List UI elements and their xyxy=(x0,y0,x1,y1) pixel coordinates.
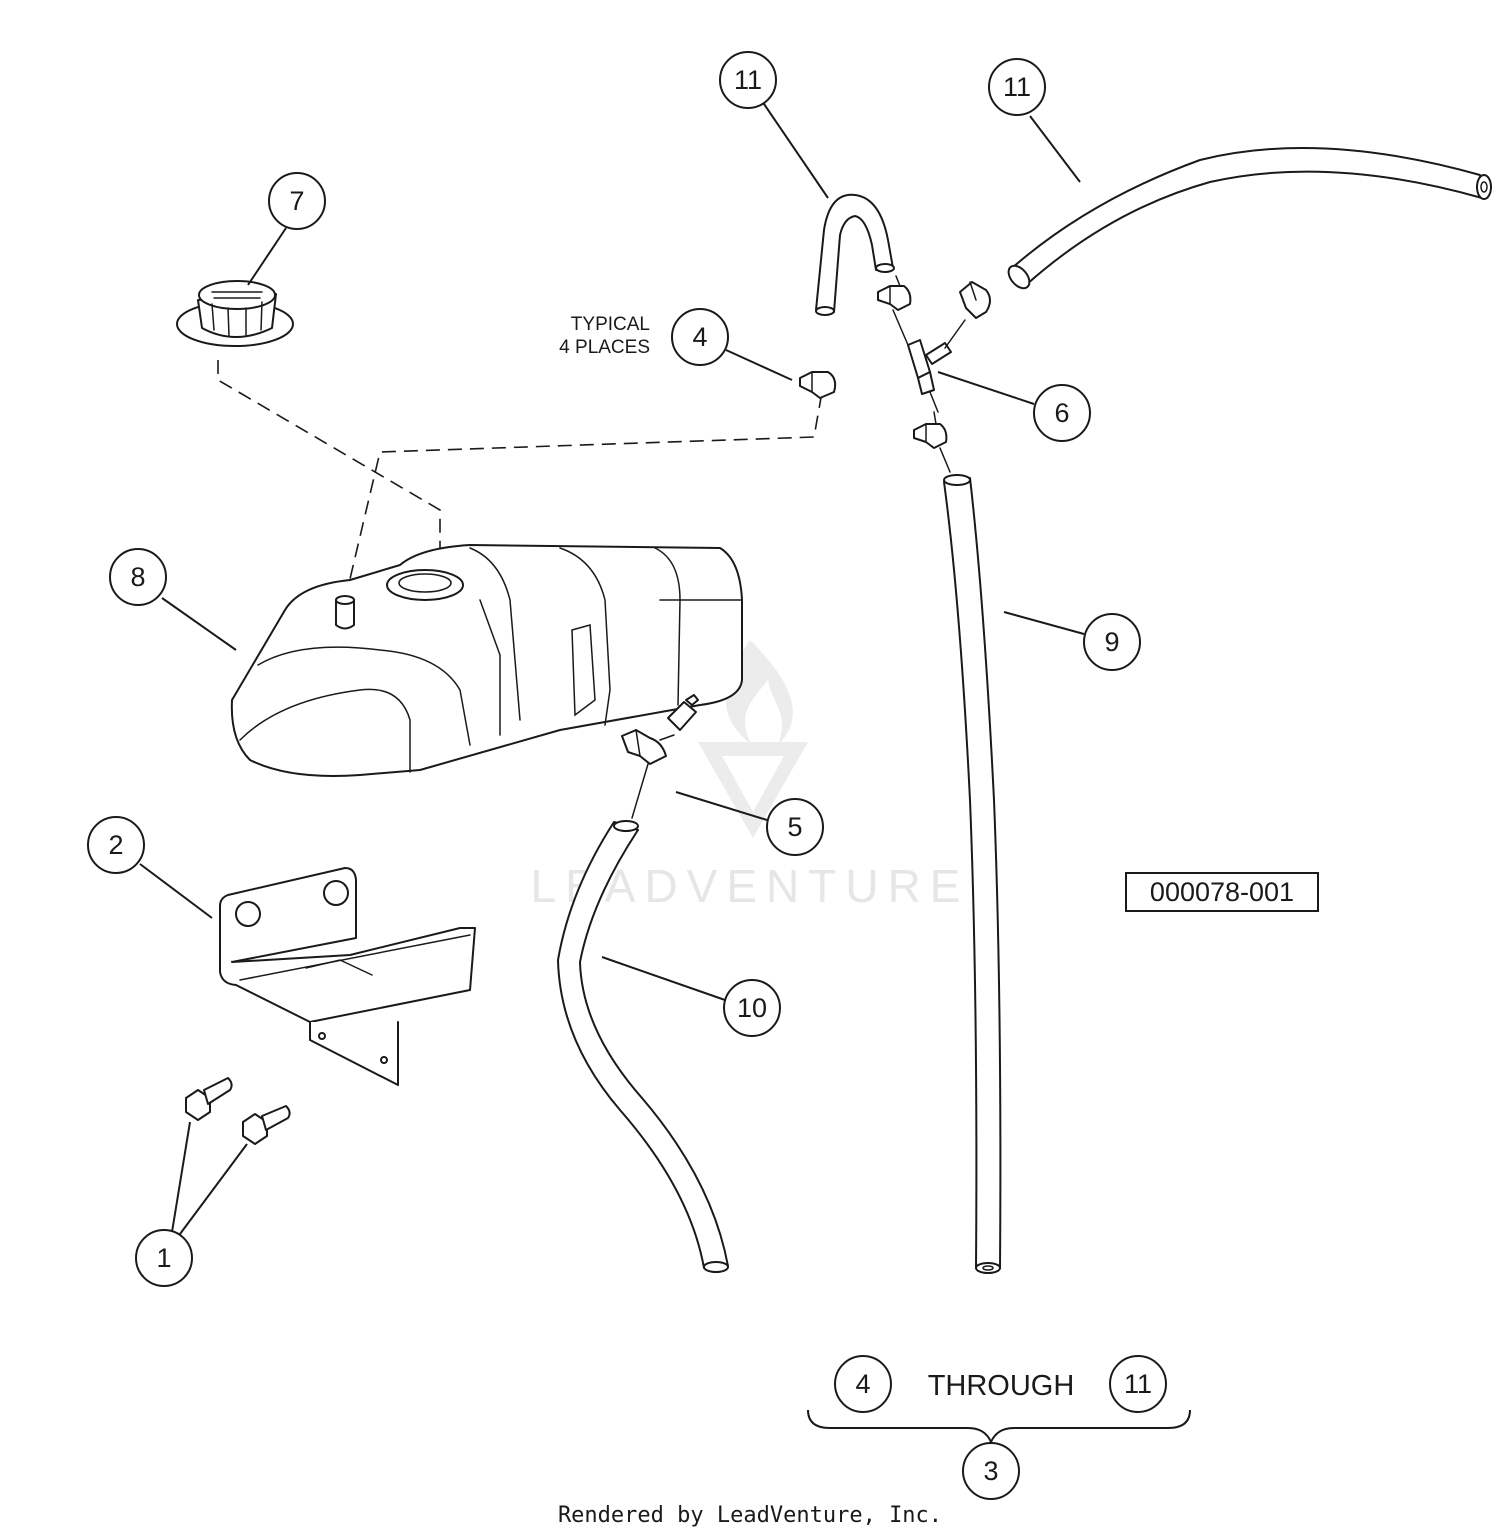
fuel-tank xyxy=(230,544,743,777)
note-places: 4 PLACES xyxy=(559,337,650,358)
svg-text:5: 5 xyxy=(787,812,802,842)
callout-2[interactable]: 2 xyxy=(87,816,145,874)
leader-11-right xyxy=(1029,115,1081,183)
svg-text:7: 7 xyxy=(289,186,304,216)
svg-text:6: 6 xyxy=(1054,398,1069,428)
svg-text:11: 11 xyxy=(1003,72,1031,102)
svg-text:10: 10 xyxy=(737,993,767,1023)
fuel-cap xyxy=(176,280,294,347)
callout-4[interactable]: 4 xyxy=(671,308,729,366)
callout-6[interactable]: 6 xyxy=(1033,384,1091,442)
footer-credit: Rendered by LeadVenture, Inc. xyxy=(558,1503,942,1528)
callout-5[interactable]: 5 xyxy=(766,798,824,856)
callout-11-right[interactable]: 11 xyxy=(988,58,1046,116)
leader-5 xyxy=(675,791,768,821)
assembly-brace xyxy=(807,1409,1191,1445)
leader-1-upper xyxy=(171,1121,191,1233)
callout-3[interactable]: 3 xyxy=(962,1442,1020,1500)
leader-7 xyxy=(247,227,287,286)
callout-9[interactable]: 9 xyxy=(1083,613,1141,671)
hose-clamp-lower xyxy=(621,729,675,819)
tee-fitting xyxy=(892,309,966,473)
callout-1[interactable]: 1 xyxy=(135,1229,193,1287)
clamp-upper-left xyxy=(799,371,837,399)
diagram-id-box xyxy=(1125,872,1319,912)
note-typical: TYPICAL xyxy=(571,314,650,335)
bolt-lower xyxy=(242,1105,291,1145)
tank-bracket xyxy=(219,867,476,1086)
leader-1-lower xyxy=(179,1143,248,1235)
callout-8[interactable]: 8 xyxy=(109,548,167,606)
vent-hose-right xyxy=(1007,147,1492,290)
svg-text:4: 4 xyxy=(692,322,707,352)
svg-text:2: 2 xyxy=(108,830,123,860)
vent-hose-left xyxy=(815,193,895,316)
leader-2 xyxy=(139,863,213,919)
clamp-upper-middle xyxy=(877,275,912,311)
fuel-hose-short xyxy=(557,820,729,1273)
clamp-lower xyxy=(913,411,948,449)
leader-10 xyxy=(601,956,726,1001)
clamp-upper-right xyxy=(959,281,991,319)
callout-11-left[interactable]: 11 xyxy=(719,51,777,109)
diagram-id: 000078-001 xyxy=(1150,877,1294,907)
callout-11-range-end[interactable]: 11 xyxy=(1109,1355,1167,1413)
callout-7[interactable]: 7 xyxy=(268,172,326,230)
watermark-v-icon xyxy=(698,742,808,838)
callout-10[interactable]: 10 xyxy=(723,979,781,1037)
bolt-upper xyxy=(185,1077,233,1121)
svg-text:4: 4 xyxy=(855,1369,870,1399)
callout-4-range-start[interactable]: 4 xyxy=(834,1355,892,1413)
svg-text:8: 8 xyxy=(130,562,145,592)
svg-text:1: 1 xyxy=(156,1243,171,1273)
svg-text:11: 11 xyxy=(734,65,762,95)
vent-to-clamp-dashed-line xyxy=(344,391,823,601)
svg-text:3: 3 xyxy=(983,1456,998,1486)
svg-text:11: 11 xyxy=(1124,1369,1152,1399)
through-text: THROUGH xyxy=(928,1370,1075,1402)
svg-text:9: 9 xyxy=(1104,627,1119,657)
leader-11-left xyxy=(763,103,829,199)
leader-4 xyxy=(725,349,793,381)
fuel-hose-long xyxy=(943,474,1002,1274)
leader-6 xyxy=(937,371,1035,405)
leader-9 xyxy=(1003,611,1085,635)
leader-8 xyxy=(161,597,237,651)
